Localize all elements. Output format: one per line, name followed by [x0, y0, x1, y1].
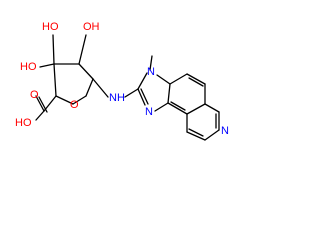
imidazole-n-methyl-label: N — [147, 66, 155, 78]
bond — [149, 55, 153, 71]
bond — [167, 102, 188, 115]
quinoline-rings — [167, 73, 220, 141]
bond — [137, 72, 148, 90]
bond — [72, 95, 87, 105]
bond — [169, 73, 188, 85]
ho-top-left-label: HO — [42, 21, 59, 33]
atom-labels: HO OH HO O O HO N H N N N — [15, 21, 229, 137]
bond — [85, 78, 94, 97]
bond — [204, 129, 220, 141]
bond — [78, 63, 94, 80]
bond — [53, 63, 57, 97]
bond — [35, 95, 45, 112]
bond — [55, 95, 74, 105]
bond — [188, 77, 204, 87]
bond — [186, 131, 206, 141]
bond — [92, 78, 109, 98]
bond — [124, 88, 139, 98]
imidazole-n-label: N — [145, 106, 153, 118]
bond — [186, 103, 206, 115]
amine-h-label: H — [117, 92, 125, 104]
carbonyl-oxygen-label: O — [30, 89, 39, 101]
amine-n-label: N — [109, 92, 117, 104]
ho-left-label: HO — [20, 61, 37, 73]
bond — [204, 103, 220, 113]
bond — [140, 88, 149, 105]
bond — [188, 128, 204, 137]
bond — [170, 101, 186, 111]
sugar-ring — [53, 63, 94, 105]
sugar-substituents — [35, 34, 139, 121]
bond — [38, 96, 48, 113]
bond — [43, 95, 57, 112]
bond — [186, 73, 206, 85]
oh-top-right-label: OH — [83, 21, 100, 33]
bond — [167, 83, 171, 104]
bond — [35, 110, 45, 121]
ring-oxygen-label: O — [70, 99, 79, 111]
imidazole-ring — [137, 55, 171, 112]
bond — [137, 88, 146, 106]
chemical-structure: HO OH HO O O HO N H N N N — [15, 21, 229, 141]
bond — [78, 34, 87, 65]
bond — [154, 102, 169, 112]
bond — [39, 63, 55, 68]
bond — [52, 34, 55, 65]
hydroxyl-oxygen-label: HO — [15, 117, 32, 129]
quinoline-n-label: N — [221, 125, 229, 137]
bond — [156, 74, 171, 85]
